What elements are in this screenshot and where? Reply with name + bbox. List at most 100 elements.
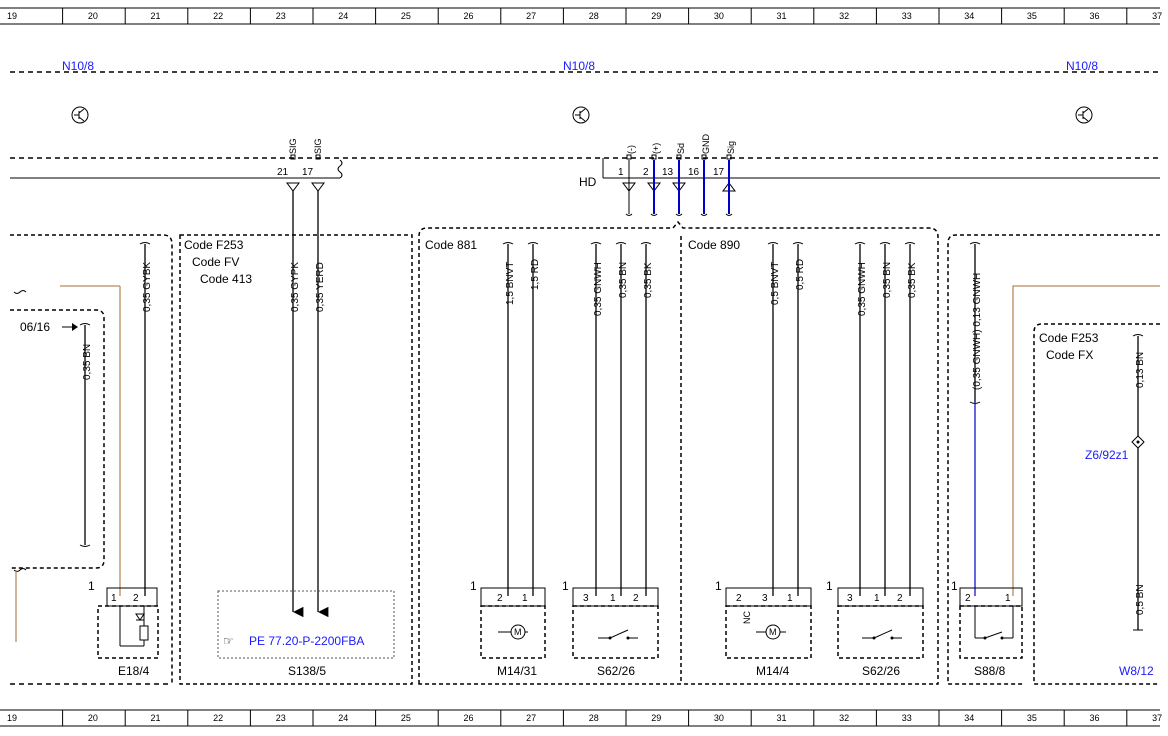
motor-icon: M xyxy=(756,624,786,640)
grid-column-label: 35 xyxy=(1027,713,1037,723)
component-label[interactable]: S62/26 xyxy=(597,664,635,678)
section-title: Code 890 xyxy=(688,238,740,252)
grid-column-label: 26 xyxy=(464,11,474,21)
grid-column-label: 27 xyxy=(526,11,536,21)
wire-label: 0,13 BN xyxy=(1135,352,1146,388)
wire-label: 0,35 GYBK xyxy=(142,262,153,312)
reference-link[interactable]: PE 77.20-P-2200FBA xyxy=(249,634,364,648)
wire-label: 0,5 BNVT xyxy=(770,262,781,305)
grid-column-label: 29 xyxy=(651,713,661,723)
wire-label: 0,35 GNWH xyxy=(857,262,868,316)
pin-signal-label: SIG xyxy=(288,138,298,154)
grid-column-label: 25 xyxy=(401,713,411,723)
grid-column-label: 24 xyxy=(338,11,348,21)
pin-number: 17 xyxy=(302,167,314,178)
svg-text:M: M xyxy=(514,627,522,637)
grid-column-label: 31 xyxy=(777,713,787,723)
pin-number: 16 xyxy=(688,167,700,178)
code-label: Code FV xyxy=(192,255,239,269)
pin-signal-label: (+) xyxy=(651,143,661,154)
grid-column-label: 37 xyxy=(1152,11,1162,21)
module-label-2[interactable]: N10/8 xyxy=(563,59,595,73)
switch-icon xyxy=(862,629,902,640)
pin-number: 1 xyxy=(874,593,880,604)
grid-column-label: 33 xyxy=(902,713,912,723)
module-label-1[interactable]: N10/8 xyxy=(62,59,94,73)
pin-signal-label: SIG xyxy=(313,138,323,154)
component-label[interactable]: S138/5 xyxy=(288,664,326,678)
code-label: Code 413 xyxy=(200,272,252,286)
grid-column-label: 32 xyxy=(839,713,849,723)
pin-number: 2 xyxy=(633,593,639,604)
grid-column-label: 31 xyxy=(777,11,787,21)
bus-line: HD xyxy=(10,158,1160,189)
component-label[interactable]: S62/26 xyxy=(862,664,900,678)
ref-label[interactable]: 06/16 xyxy=(20,320,50,334)
component-number: 1 xyxy=(715,579,722,593)
hand-pointer-icon: ☞ xyxy=(223,634,234,648)
pin-number: 1 xyxy=(1005,593,1011,604)
pin-number: 2 xyxy=(736,593,742,604)
pin-signal-label: Sd xyxy=(676,143,686,154)
grid-column-label: 23 xyxy=(276,713,286,723)
grid-column-label: 22 xyxy=(213,713,223,723)
switch-icon xyxy=(598,629,638,640)
pin-number: 21 xyxy=(277,167,289,178)
grid-column-label: 21 xyxy=(151,11,161,21)
component-number: 1 xyxy=(470,579,477,593)
grid-column-label: 26 xyxy=(464,713,474,723)
transistor-icon xyxy=(71,106,89,124)
component-label[interactable]: W8/12 xyxy=(1119,664,1154,678)
wire-label: 0,35 GNWH xyxy=(593,262,604,316)
switch-icon xyxy=(974,606,1014,640)
grid-column-label: 36 xyxy=(1090,11,1100,21)
grid-column-label: 21 xyxy=(151,713,161,723)
grid-column-label: 33 xyxy=(902,11,912,21)
section-s138: Code F253 Code FV Code 413 0,35 GYPK 0,3… xyxy=(179,191,413,685)
grid-column-label: 34 xyxy=(964,713,974,723)
grid-column-label: 32 xyxy=(839,11,849,21)
wire-label: 0,35 BN xyxy=(618,262,629,298)
bus-pins-left: SIG SIG 21 17 xyxy=(277,138,325,192)
grid-column-label: 22 xyxy=(213,11,223,21)
wire-label: 1,5 BNVT xyxy=(505,262,516,305)
wire-label: 0,5 BN xyxy=(1135,584,1146,615)
section-e18: 06/16 0,35 BN 0,35 GYBK 1 1 2 E18/4 xyxy=(10,234,173,685)
module-label-3[interactable]: N10/8 xyxy=(1066,59,1098,73)
wire-label: (0,35 GNWH) 0,13 GNWH xyxy=(972,273,983,390)
pin-number: 1 xyxy=(618,167,624,178)
wire-label: 0,35 BN xyxy=(82,344,93,380)
component-number: 1 xyxy=(88,579,95,593)
pin-number: 17 xyxy=(713,167,725,178)
grid-column-label: 30 xyxy=(714,713,724,723)
connector-label[interactable]: Z6/92z1 xyxy=(1085,448,1129,462)
component-label[interactable]: M14/4 xyxy=(756,664,790,678)
grid-column-label: 34 xyxy=(964,11,974,21)
pin-number: 13 xyxy=(662,167,674,178)
wire-label: 0,35 BK xyxy=(643,262,654,298)
bus-pins-right: (-) (+) Sd GND Sig 1 2 13 16 17 xyxy=(618,134,736,216)
component-number: 1 xyxy=(562,579,569,593)
motor-icon: M xyxy=(498,624,528,640)
wire-label: 1,5 RD xyxy=(530,259,541,290)
connector-diamond-icon xyxy=(1131,435,1145,449)
wire-label: 0,35 GYPK xyxy=(290,262,301,312)
section-codefx: Code F253 Code FX 0,13 BN Z6/92z1 0,5 BN… xyxy=(1033,323,1160,685)
grid-column-label: 29 xyxy=(651,11,661,21)
grid-column-label: 19 xyxy=(7,11,17,21)
pin-signal-label: GND xyxy=(701,134,711,155)
component-label[interactable]: E18/4 xyxy=(118,664,150,678)
grid-column-label: 36 xyxy=(1090,713,1100,723)
wire-label: 0,35 YERD xyxy=(315,262,326,312)
component-number: 1 xyxy=(951,579,958,593)
pin-number: 1 xyxy=(522,593,528,604)
component-label[interactable]: S88/8 xyxy=(974,664,1006,678)
pin-number: 1 xyxy=(610,593,616,604)
svg-text:M: M xyxy=(769,627,777,637)
transistor-icon xyxy=(1075,106,1093,124)
pin-number: 2 xyxy=(497,593,503,604)
component-label[interactable]: M14/31 xyxy=(497,664,537,678)
section-title: Code 881 xyxy=(425,238,477,252)
